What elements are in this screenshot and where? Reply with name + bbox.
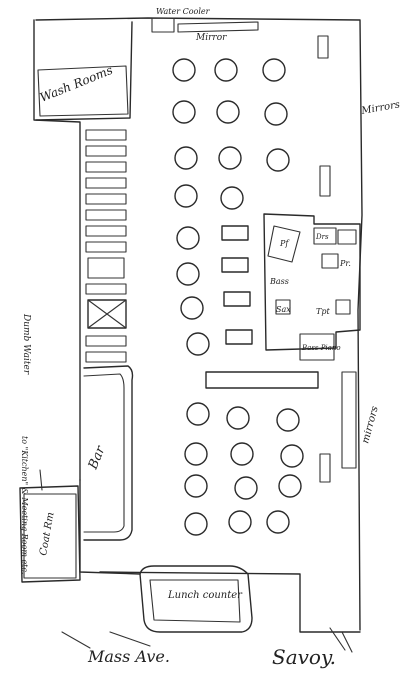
round-tables: [172, 58, 304, 536]
round-table: [186, 332, 210, 356]
round-table: [174, 184, 198, 208]
lunch-counter-text: Lunch counter: [167, 590, 243, 601]
savoy-label: Savoy.: [272, 645, 336, 669]
stage-label: Drs: [315, 233, 329, 241]
round-table: [184, 474, 208, 498]
right-wall-posts: [317, 35, 357, 483]
round-table: [186, 402, 210, 426]
round-table: [266, 148, 290, 172]
stage-label: Pr.: [339, 259, 351, 268]
bar-counter: [83, 365, 134, 541]
bandstand: [263, 213, 361, 361]
booth-row: [85, 129, 127, 363]
coat-room-label: Coat Rm: [38, 511, 56, 556]
round-table: [216, 100, 240, 124]
round-table: [262, 58, 286, 82]
mirror-top-label: Mirror: [195, 33, 227, 43]
dumb-waiter-box: [87, 299, 127, 329]
round-table: [264, 102, 288, 126]
kitchen-note-label: to "Kitchen" & Meeting Room etc.: [20, 436, 29, 574]
round-table: [266, 510, 290, 534]
lunch-counter: [139, 565, 253, 633]
round-table: [220, 186, 244, 210]
round-table: [184, 512, 208, 536]
mirror-top: [177, 21, 259, 33]
round-table: [230, 442, 254, 466]
round-table: [172, 100, 196, 124]
round-table: [280, 444, 304, 468]
water-cooler: [151, 17, 175, 33]
round-table: [176, 262, 200, 286]
stage-label: Bass Piano: [301, 344, 341, 352]
round-table: [234, 476, 258, 500]
round-table: [278, 474, 302, 498]
round-table: [228, 510, 252, 534]
round-table: [172, 58, 196, 82]
rect-table: [223, 291, 251, 307]
stage-label: Sax: [276, 305, 291, 314]
mirrors-top-label: Mirrors: [360, 99, 401, 117]
round-table: [184, 442, 208, 466]
round-table: [174, 146, 198, 170]
stage-label: Bass: [269, 277, 289, 286]
rect-table: [221, 225, 249, 241]
rect-table: [221, 257, 249, 273]
round-table: [180, 296, 204, 320]
rect-tables: [205, 225, 319, 389]
stage-label: Pf: [279, 239, 290, 248]
stage-label: Tpt: [316, 307, 330, 316]
round-table: [176, 226, 200, 250]
dumb-waiter-label: Dumb Waiter: [21, 313, 31, 375]
rect-table: [225, 329, 253, 345]
rect-table: [205, 371, 319, 389]
water-cooler-label: Water Cooler: [156, 7, 211, 16]
bandstand-labels: Pf Drs Pr. Bass Sax Tpt Bass Piano: [269, 233, 351, 352]
lunch-counter-label: Lunch counter: [167, 590, 243, 601]
coat-room: [23, 469, 77, 579]
round-table: [218, 146, 242, 170]
mirrors-bottom-label: mirrors: [360, 405, 381, 445]
mass-ave-label: Mass Ave.: [87, 647, 170, 666]
round-table: [214, 58, 238, 82]
room-outline: [19, 17, 363, 653]
round-table: [226, 406, 250, 430]
wash-rooms: [37, 65, 129, 117]
bar-label: Bar: [85, 443, 108, 472]
round-table: [276, 408, 300, 432]
